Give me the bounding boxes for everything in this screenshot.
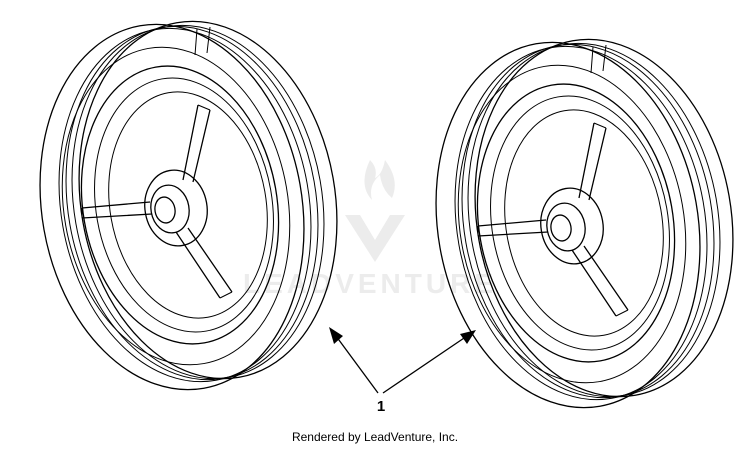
watermark-logo: LEADVENTURE: [243, 160, 493, 299]
right-arrowhead: [460, 330, 476, 344]
left-wheel: [11, 0, 365, 412]
callout-leaders: [329, 327, 476, 394]
callout-number: 1: [377, 398, 385, 415]
render-credit: Rendered by LeadVenture, Inc.: [291, 430, 459, 444]
right-wheel: [407, 18, 750, 430]
left-arrowhead: [329, 327, 343, 344]
